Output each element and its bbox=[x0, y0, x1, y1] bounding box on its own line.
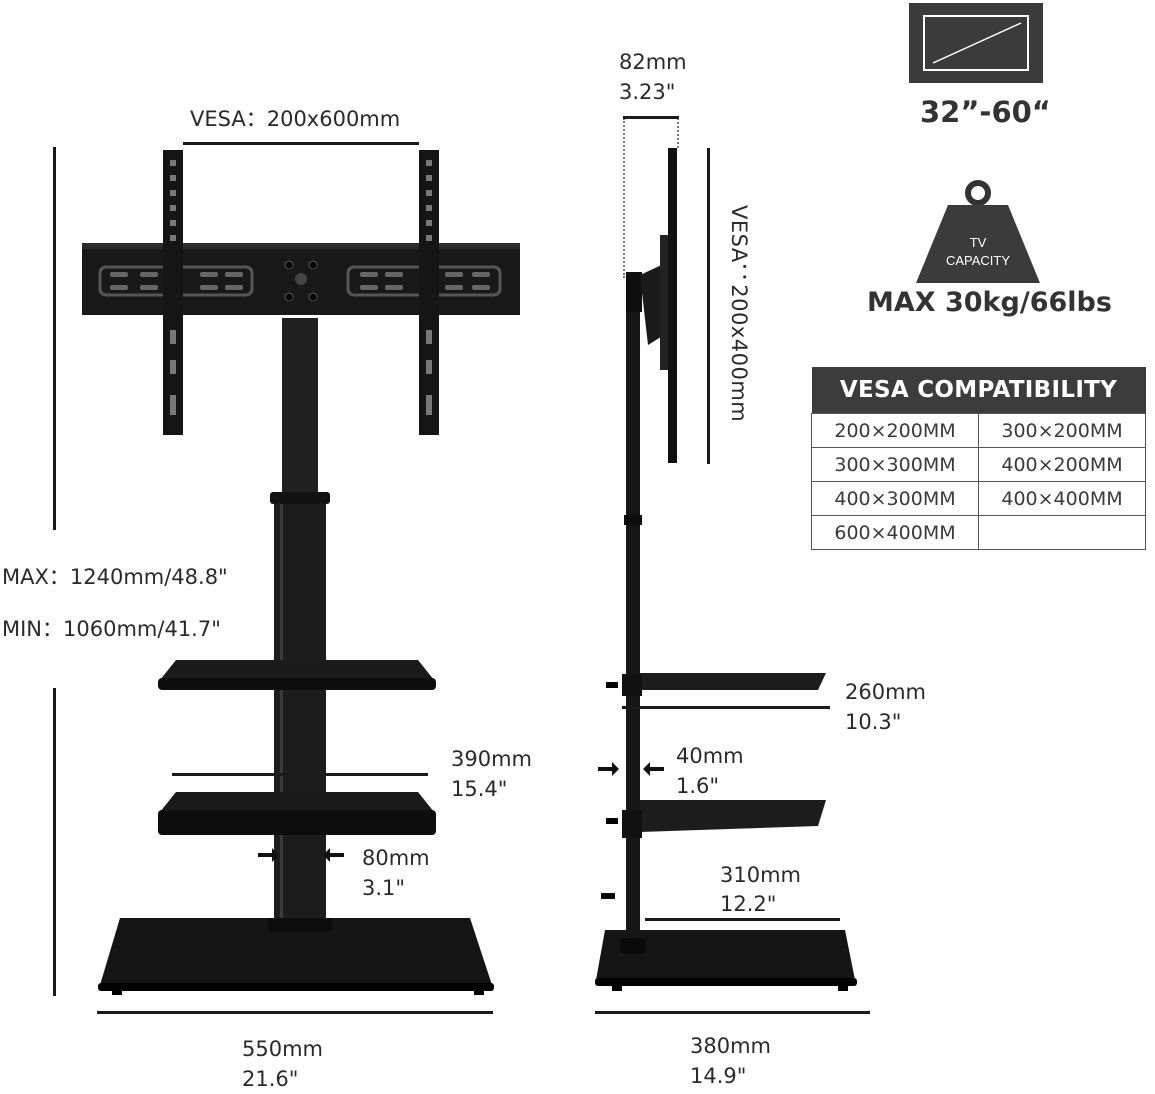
side-depth-guide-left bbox=[623, 118, 625, 278]
front-base-mm: 550mm bbox=[242, 1037, 323, 1061]
vesa-table-title: VESA COMPATIBILITY bbox=[811, 367, 1146, 414]
front-shelf-line bbox=[172, 773, 428, 776]
side-depth-line bbox=[623, 116, 679, 119]
side-upper-shelf bbox=[640, 673, 826, 690]
side-shelf-in: 10.3" bbox=[845, 710, 902, 734]
table-cell: 300×300MM bbox=[811, 447, 979, 482]
side-pole-in: 1.6" bbox=[676, 774, 720, 798]
screen-diagonal bbox=[932, 22, 1022, 64]
table-row: 300×300MM 400×200MM bbox=[811, 447, 1146, 482]
weight-icon bbox=[916, 180, 1040, 283]
side-tv-plate bbox=[668, 148, 677, 463]
side-lower-shelf-mm: 310mm bbox=[720, 863, 801, 887]
table-cell: 300×200MM bbox=[978, 413, 1146, 448]
table-cell: 400×200MM bbox=[978, 447, 1146, 482]
front-left-arm bbox=[163, 150, 183, 435]
max-load-label: MAX 30kg/66lbs bbox=[867, 287, 1112, 318]
screen-size-icon bbox=[909, 3, 1043, 83]
front-base-line bbox=[97, 1011, 493, 1014]
side-depth-in: 3.23" bbox=[619, 80, 676, 104]
side-vesa-line bbox=[707, 148, 710, 464]
side-shelf-mm: 260mm bbox=[845, 680, 926, 704]
front-pole-in: 3.1" bbox=[362, 876, 406, 900]
front-lower-shelf bbox=[160, 792, 434, 812]
front-pole-mm: 80mm bbox=[362, 846, 430, 870]
side-shelf-line bbox=[622, 706, 830, 709]
screen-size-label: 32”-60“ bbox=[920, 95, 1051, 129]
front-pole-upper bbox=[282, 318, 318, 504]
side-view-stand bbox=[595, 148, 857, 991]
table-cell: 400×400MM bbox=[978, 481, 1146, 516]
front-shelf-in: 15.4" bbox=[451, 777, 508, 801]
front-vesa-label: VESA：200x600mm bbox=[190, 107, 401, 131]
front-height-max: MAX：1240mm/48.8" bbox=[2, 565, 228, 589]
side-pole bbox=[626, 272, 640, 952]
vesa-compatibility-table: VESA COMPATIBILITY 200×200MM 300×200MM 3… bbox=[811, 367, 1146, 550]
table-cell: 200×200MM bbox=[811, 413, 979, 448]
side-lower-shelf-line bbox=[645, 918, 840, 921]
front-shelf-mm: 390mm bbox=[451, 747, 532, 771]
table-row: 600×400MM bbox=[811, 515, 1146, 550]
table-row: 400×300MM 400×400MM bbox=[811, 481, 1146, 516]
front-height-line-top bbox=[53, 147, 56, 530]
table-row: 200×200MM 300×200MM bbox=[811, 413, 1146, 448]
front-upper-shelf bbox=[160, 660, 434, 680]
front-base-glass bbox=[100, 918, 492, 985]
front-height-line-bottom bbox=[53, 688, 56, 996]
side-lower-shelf-in: 12.2" bbox=[720, 892, 777, 916]
front-height-min: MIN：1060mm/41.7" bbox=[2, 617, 221, 641]
side-depth-guide-right bbox=[677, 118, 679, 148]
side-base-mm: 380mm bbox=[690, 1034, 771, 1058]
table-cell: 600×400MM bbox=[811, 515, 979, 550]
front-base-edge bbox=[98, 983, 494, 991]
side-base-line bbox=[595, 1011, 870, 1014]
table-cell bbox=[978, 515, 1146, 550]
front-right-arm bbox=[419, 150, 439, 435]
side-pole-mm: 40mm bbox=[676, 744, 744, 768]
table-cell: 400×300MM bbox=[811, 481, 979, 516]
front-base-in: 21.6" bbox=[242, 1067, 299, 1091]
front-vesa-line bbox=[183, 142, 419, 145]
side-base-glass bbox=[596, 930, 855, 980]
side-lower-shelf bbox=[640, 800, 826, 832]
dimension-arrows bbox=[258, 762, 664, 862]
side-base-in: 14.9" bbox=[690, 1064, 747, 1088]
side-depth-mm: 82mm bbox=[619, 50, 687, 74]
front-view-stand bbox=[82, 150, 520, 995]
side-vesa-label: VESA：200x400mm bbox=[727, 205, 751, 423]
weight-icon-label: TV CAPACITY bbox=[945, 235, 1011, 268]
